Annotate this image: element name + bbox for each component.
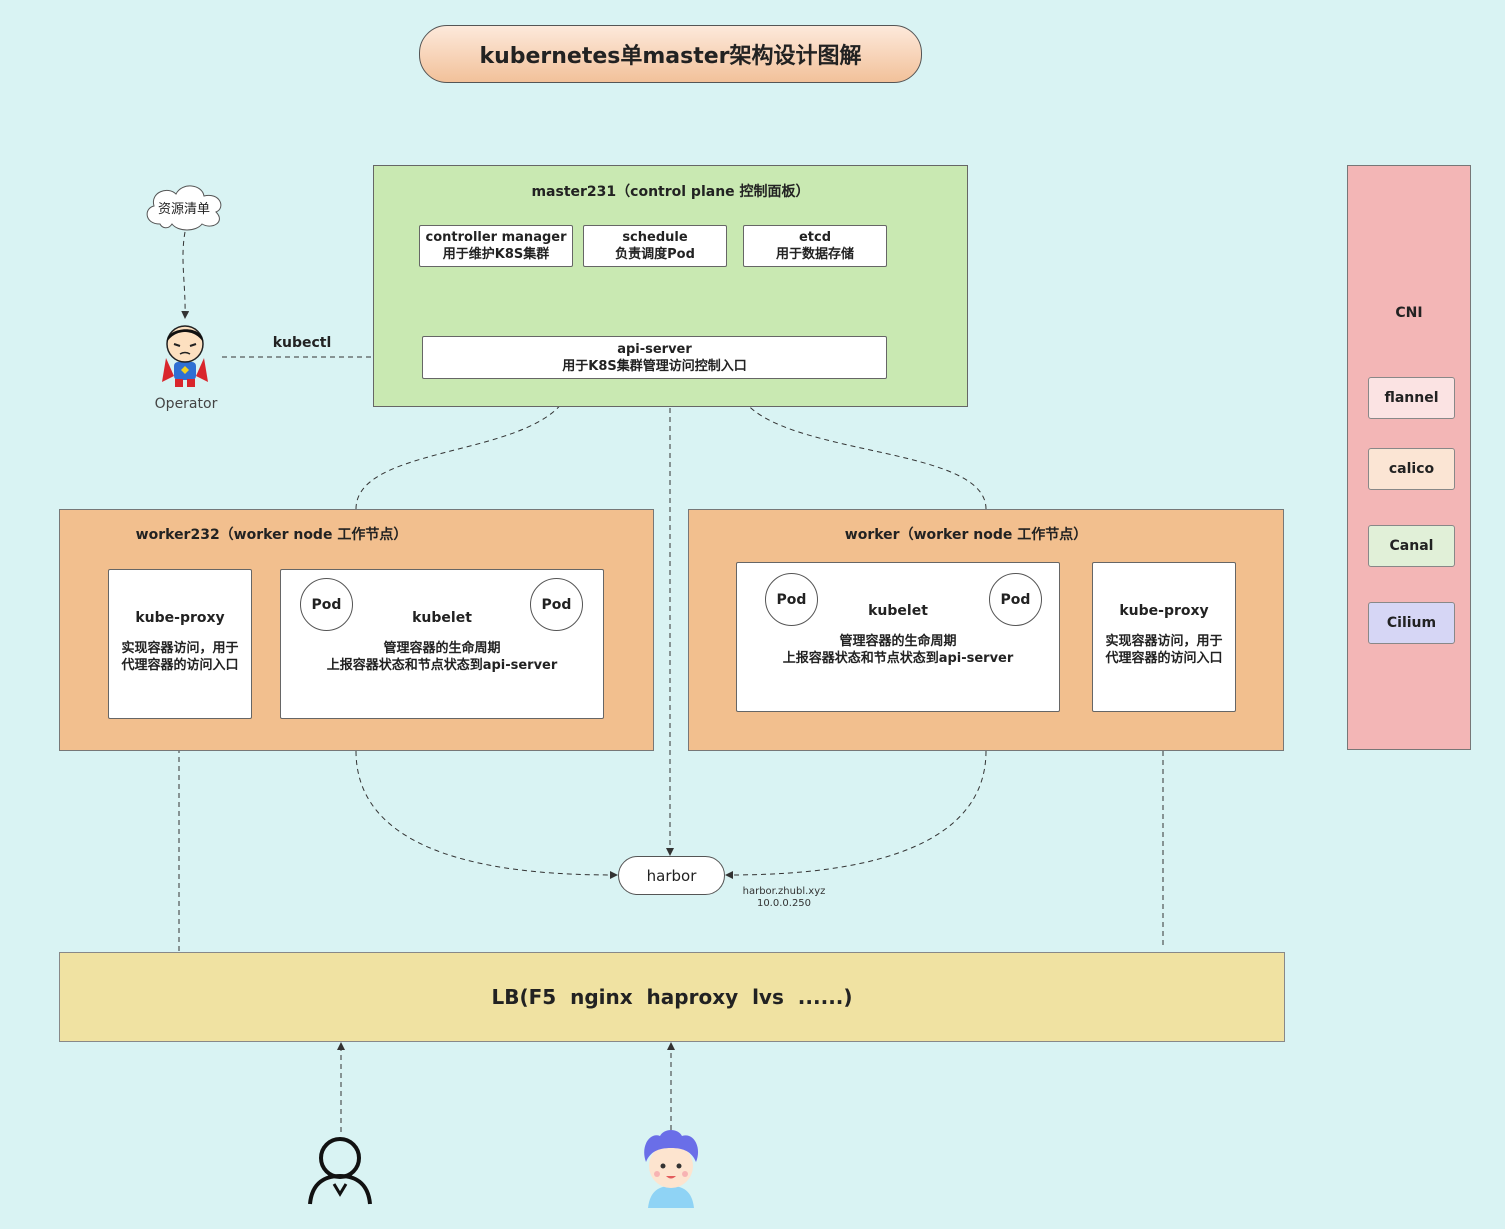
worker-left-kube-proxy-box: kube-proxy 实现容器访问，用于 代理容器的访问入口: [108, 569, 252, 719]
master-header: master231（control plane 控制面板）: [531, 184, 810, 200]
controller-manager-box: controller manager 用于维护K8S集群: [419, 225, 573, 267]
pod-circle: Pod: [530, 578, 583, 631]
diagram-title: kubernetes单master架构设计图解: [419, 25, 922, 83]
kubectl-label: kubectl: [272, 335, 332, 351]
kube-proxy-desc-2: 代理容器的访问入口: [121, 658, 239, 673]
etcd-desc: 用于数据存储: [775, 247, 854, 262]
user-icon: [308, 1137, 372, 1205]
pod-circle: Pod: [765, 573, 818, 626]
kubelet-desc-2: 上报容器状态和节点状态到api-server: [326, 658, 558, 673]
operator-superman-icon: [162, 325, 208, 387]
controller-manager-desc: 用于维护K8S集群: [442, 247, 550, 262]
kube-proxy-desc-2: 代理容器的访问入口: [1105, 651, 1223, 666]
kube-proxy-name: kube-proxy: [1119, 603, 1209, 619]
kubelet-desc-1: 管理容器的生命周期: [383, 641, 501, 656]
pod-circle: Pod: [989, 573, 1042, 626]
kubelet-desc-1: 管理容器的生命周期: [839, 634, 957, 649]
operator-label: Operator: [154, 396, 218, 412]
api-server-name: api-server: [617, 341, 692, 357]
cloud-shape: [146, 185, 222, 231]
kube-proxy-name: kube-proxy: [135, 610, 225, 626]
kubelet-name: kubelet: [412, 610, 472, 626]
cni-item-flannel: flannel: [1368, 377, 1455, 419]
api-server-desc: 用于K8S集群管理访问控制入口: [562, 358, 747, 374]
cni-item-canal: Canal: [1368, 525, 1455, 567]
worker-right-to-harbor-arrow: [725, 750, 987, 879]
kube-proxy-desc-1: 实现容器访问，用于: [1105, 634, 1223, 649]
kubelet-name: kubelet: [868, 603, 928, 619]
pod-circle: Pod: [300, 578, 353, 631]
controller-manager-name: controller manager: [425, 230, 567, 245]
etcd-name: etcd: [798, 230, 832, 245]
cni-item-cilium: Cilium: [1368, 602, 1455, 644]
worker-left-header: worker232（worker node 工作节点）: [135, 527, 408, 543]
harbor-ip: 10.0.0.250: [756, 898, 812, 909]
schedule-desc: 负责调度Pod: [615, 247, 695, 262]
worker-right-header: worker（worker node 工作节点）: [844, 527, 1088, 543]
harbor-node: harbor: [618, 856, 725, 895]
harbor-host: harbor.zhubl.xyz: [742, 886, 826, 897]
schedule-name: schedule: [622, 230, 688, 245]
etcd-box: etcd 用于数据存储: [743, 225, 887, 267]
worker-right-kube-proxy-box: kube-proxy 实现容器访问，用于 代理容器的访问入口: [1092, 562, 1236, 712]
cloud-to-operator-arrow: [181, 231, 190, 319]
kubelet-desc-2: 上报容器状态和节点状态到api-server: [782, 651, 1014, 666]
load-balancer: LB(F5 nginx haproxy lvs ......): [59, 952, 1285, 1042]
api-server-box: api-server 用于K8S集群管理访问控制入口: [422, 336, 887, 379]
worker-right-to-api-arrow: [732, 380, 987, 510]
worker-left-to-harbor-arrow: [355, 750, 618, 879]
harbor-address: harbor.zhubl.xyz 10.0.0.250: [729, 886, 839, 910]
schedule-box: schedule 负责调度Pod: [583, 225, 727, 267]
worker-left-to-api-arrow: [355, 380, 575, 510]
cloud-label: 资源清单: [157, 202, 210, 217]
boy-avatar-icon: [644, 1130, 699, 1208]
cni-label: CNI: [1395, 305, 1423, 321]
cni-item-calico: calico: [1368, 448, 1455, 490]
kube-proxy-desc-1: 实现容器访问，用于: [121, 641, 239, 656]
